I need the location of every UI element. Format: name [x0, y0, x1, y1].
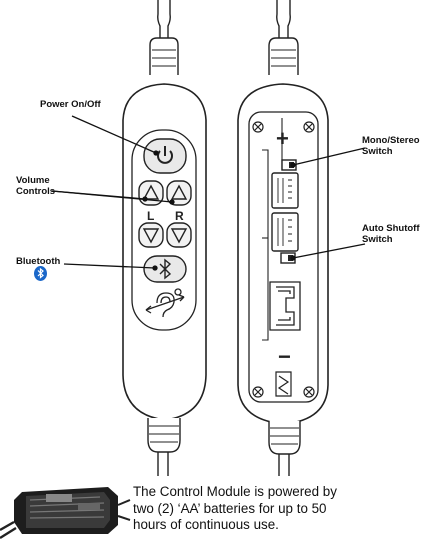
down-arrow-icon	[142, 228, 160, 244]
button-letter-right: R	[175, 209, 184, 223]
battery-contact	[269, 281, 301, 331]
screw-icon	[252, 121, 315, 398]
down-arrow-icon	[170, 228, 188, 244]
bottom-strain-relief-front	[147, 418, 181, 453]
bottom-cable-back	[278, 454, 290, 476]
battery-plus-sign: +	[276, 126, 289, 151]
bluetooth-icon	[159, 258, 172, 280]
mono-stereo-label-plate	[271, 172, 299, 209]
button-letter-left: L	[147, 209, 154, 223]
battery-pack-illustration	[0, 487, 131, 540]
label-auto-shutoff: Auto Shutoff Switch	[362, 223, 420, 245]
up-arrow-icon	[170, 184, 188, 200]
label-volume-controls: Volume Controls	[16, 175, 56, 197]
top-strain-relief-back	[268, 37, 299, 75]
up-arrow-icon	[142, 184, 160, 200]
bluetooth-badge-icon	[34, 266, 47, 281]
power-icon	[157, 146, 173, 164]
grip-mark	[275, 371, 292, 397]
callout-lines-back	[290, 147, 366, 261]
hearing-assist-icon	[145, 288, 185, 318]
battery-minus-sign: −	[278, 344, 291, 369]
front-view	[122, 0, 207, 476]
label-power: Power On/Off	[40, 99, 101, 110]
auto-shutoff-label-plate	[271, 212, 299, 252]
back-view	[237, 0, 329, 476]
callout-lines-front	[51, 115, 175, 271]
battery-caption: The Control Module is powered by two (2)…	[133, 484, 337, 533]
label-bluetooth: Bluetooth	[16, 256, 61, 267]
bottom-strain-relief-back	[268, 421, 301, 455]
bottom-cable-front	[157, 452, 169, 476]
label-mono-stereo: Mono/Stereo Switch	[362, 135, 420, 157]
top-strain-relief-front	[149, 37, 179, 75]
top-cable-back	[276, 0, 280, 40]
